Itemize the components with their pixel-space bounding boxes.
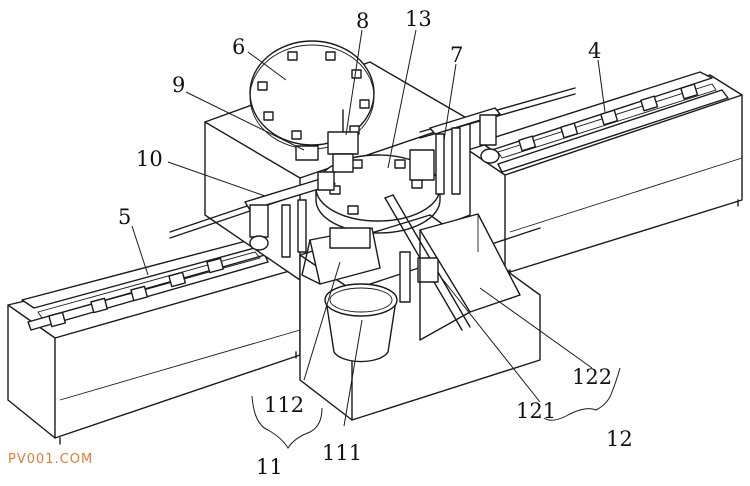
manipulator-9 [295, 145, 319, 161]
bucket-111 [324, 283, 398, 363]
label-112: 112 [264, 393, 304, 417]
disc-slots [257, 51, 370, 140]
watermark: PV001.COM [8, 452, 94, 467]
label-6: 6 [232, 35, 245, 59]
label-11: 11 [256, 455, 283, 479]
label-13: 13 [405, 7, 432, 31]
leader-lines [131, 29, 621, 449]
manipulator-8 [327, 109, 359, 173]
right-conveyor-workpieces [518, 83, 699, 152]
label-4: 4 [588, 39, 601, 63]
label-10: 10 [136, 147, 163, 171]
box-122 [419, 213, 521, 341]
left-conveyor-workpieces [48, 257, 225, 328]
label-111: 111 [322, 441, 362, 465]
slide-121 [384, 194, 471, 331]
label-5: 5 [118, 205, 131, 229]
right-conveyor [467, 71, 743, 277]
left-conveyor [7, 239, 301, 445]
label-7: 7 [450, 43, 463, 67]
label-12: 12 [606, 427, 633, 451]
label-8: 8 [356, 9, 369, 33]
reference-numerals: 4 5 6 7 8 9 10 13 112 111 11 121 122 12 [118, 7, 633, 479]
manipulator-10 [244, 171, 336, 258]
label-121: 121 [516, 399, 556, 423]
label-122: 122 [572, 365, 612, 389]
chute-112 [301, 227, 381, 285]
manipulator-7 [409, 107, 501, 195]
label-9: 9 [172, 73, 185, 97]
